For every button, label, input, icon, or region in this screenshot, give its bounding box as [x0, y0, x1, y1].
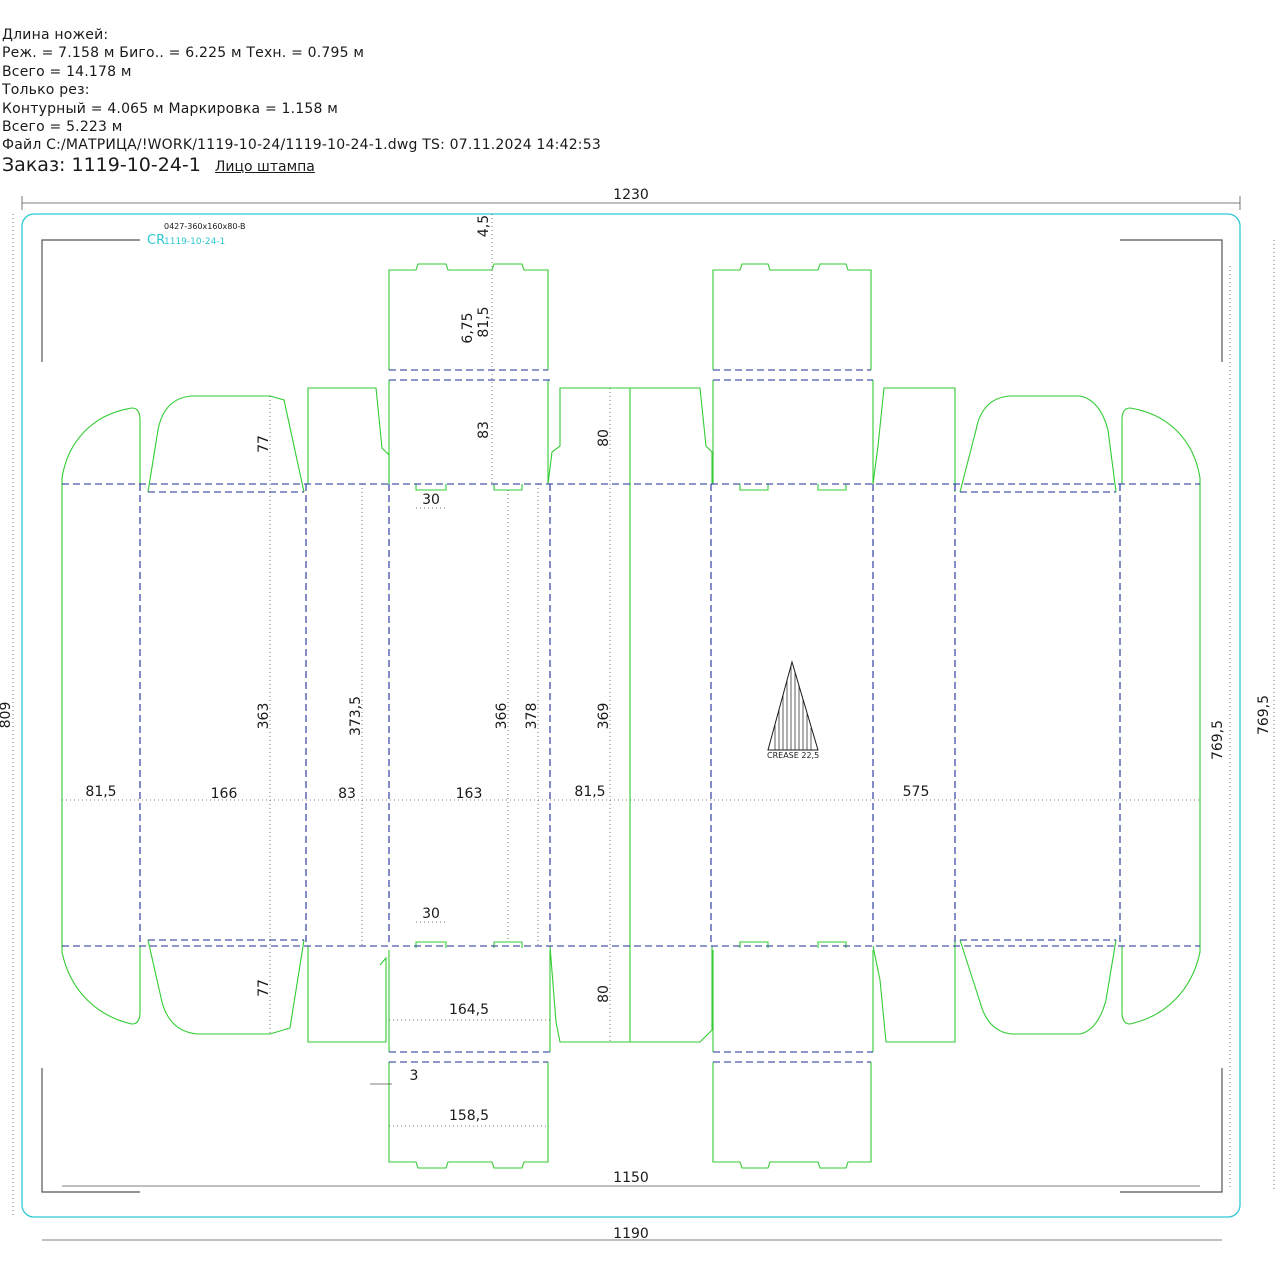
- order-label: Заказ: 1119-10-24-1: [2, 153, 201, 176]
- header-line: Всего = 5.223 м: [2, 119, 123, 136]
- dim-366: 366: [494, 703, 510, 730]
- stamp-label: CR 0427-360x160x80-B 1119-10-24-1: [147, 222, 246, 248]
- cut-panel2-bottom-flap: [147, 939, 305, 1035]
- dim-panel-2: 166: [211, 786, 238, 802]
- dim-top-4-5: 4,5: [476, 215, 492, 237]
- dimension-lines: [12, 196, 1275, 1241]
- stamp-order: 1119-10-24-1: [164, 237, 225, 247]
- dim-80-top: 80: [596, 429, 612, 447]
- stamp-mark: CR: [147, 233, 165, 248]
- header-line: Реж. = 7.158 м Биго.. = 6.225 м Техн. = …: [2, 45, 365, 62]
- stamp-code: 0427-360x160x80-B: [164, 222, 246, 231]
- cut-right-flap-bottom: [1121, 946, 1201, 1025]
- dim-panel-6: 575: [903, 784, 930, 800]
- order-line: Заказ: 1119-10-24-1 Лицо штампа: [2, 153, 601, 179]
- cut-panel8-top: [872, 387, 956, 492]
- cut-panel4-top: [388, 263, 549, 370]
- dim-height-right-outer: 769,5: [1256, 695, 1272, 735]
- cut-tab: [817, 941, 847, 948]
- dim-30-top: 30: [422, 492, 440, 508]
- dim-panel-4: 163: [456, 786, 483, 802]
- dim-panel-1: 81,5: [85, 784, 116, 800]
- corner-marks: [41, 239, 1223, 1193]
- crease-symbol: CREASE 22,5: [767, 660, 819, 760]
- cut-glue-flap: [630, 387, 713, 1043]
- cut-panel4-side: [388, 380, 549, 484]
- cut-panel9-top: [959, 395, 1117, 493]
- cut-tab: [415, 941, 447, 948]
- header-line: Контурный = 4.065 м Маркировка = 1.158 м: [2, 100, 339, 117]
- cut-panel2-top-flap: [147, 395, 305, 493]
- cut-panel3-bottom: [307, 946, 387, 1043]
- cut-tab: [817, 484, 847, 491]
- cut-panel9-bottom: [959, 939, 1117, 1035]
- die-board-frame: [21, 213, 1241, 1218]
- cut-tab: [493, 484, 523, 491]
- dim-panel-3: 83: [338, 786, 356, 802]
- dim-83-v: 83: [476, 421, 492, 439]
- cut-panel4-bottom: [388, 1062, 549, 1169]
- crease-lines: [62, 369, 1200, 1063]
- cut-panel7-side: [712, 380, 874, 484]
- dim-panel-5: 81,5: [574, 784, 605, 800]
- cut-panel4-bottom-side: [388, 950, 551, 1052]
- header-line: Файл C:/МАТРИЦА/!WORK/1119-10-24/1119-10…: [2, 137, 601, 154]
- cut-left-flap-bottom: [61, 946, 141, 1025]
- cut-right-flap-top: [1121, 407, 1201, 484]
- dim-3: 3: [410, 1068, 419, 1084]
- cut-tab: [739, 941, 769, 948]
- dim-369: 369: [596, 703, 612, 730]
- dimension-texts: 1230 809 769,5 769,5 1150 1190 4,5 6,75 …: [0, 187, 1272, 1242]
- dim-158-5: 158,5: [449, 1108, 489, 1124]
- cut-panel7-bottom: [712, 1062, 872, 1169]
- cut-lines: [61, 263, 1201, 1169]
- crease-label: CREASE 22,5: [767, 751, 819, 760]
- cut-tab: [493, 941, 523, 948]
- dim-77-top: 77: [256, 435, 272, 453]
- dim-378: 378: [524, 703, 540, 730]
- cut-panel5-bottom: [549, 945, 630, 1043]
- dim-outer-bottom: 1190: [613, 1226, 649, 1242]
- cut-panel8-bottom: [872, 940, 956, 1043]
- dim-363: 363: [256, 703, 272, 730]
- cut-panel5-top: [547, 387, 630, 485]
- dim-30-bottom: 30: [422, 906, 440, 922]
- dim-height-left: 809: [0, 702, 14, 729]
- header-line: Только рез:: [2, 82, 90, 99]
- dim-373-5: 373,5: [348, 696, 364, 736]
- dim-inner-bottom: 1150: [613, 1170, 649, 1186]
- dim-81-5-v: 81,5: [476, 306, 492, 337]
- cut-panel7-bottom-side: [712, 950, 874, 1052]
- header-line: Длина ножей:: [2, 27, 109, 43]
- cut-tab: [415, 484, 447, 491]
- dim-164-5: 164,5: [449, 1002, 489, 1018]
- header-notes: Длина ножей: Реж. = 7.158 м Биго.. = 6.2…: [2, 26, 601, 179]
- dim-80-bottom: 80: [596, 985, 612, 1003]
- dim-6-75: 6,75: [460, 312, 476, 343]
- dim-height-right-inner: 769,5: [1210, 720, 1226, 760]
- header-line: Всего = 14.178 м: [2, 63, 132, 80]
- cut-panel3-top: [307, 387, 390, 484]
- cut-panel7-top: [712, 263, 872, 370]
- cut-tab: [739, 484, 769, 491]
- dim-overall-width: 1230: [613, 187, 649, 203]
- cut-left-flap-top: [61, 407, 141, 484]
- dim-77-bottom: 77: [256, 979, 272, 997]
- face-label: Лицо штампа: [214, 158, 315, 175]
